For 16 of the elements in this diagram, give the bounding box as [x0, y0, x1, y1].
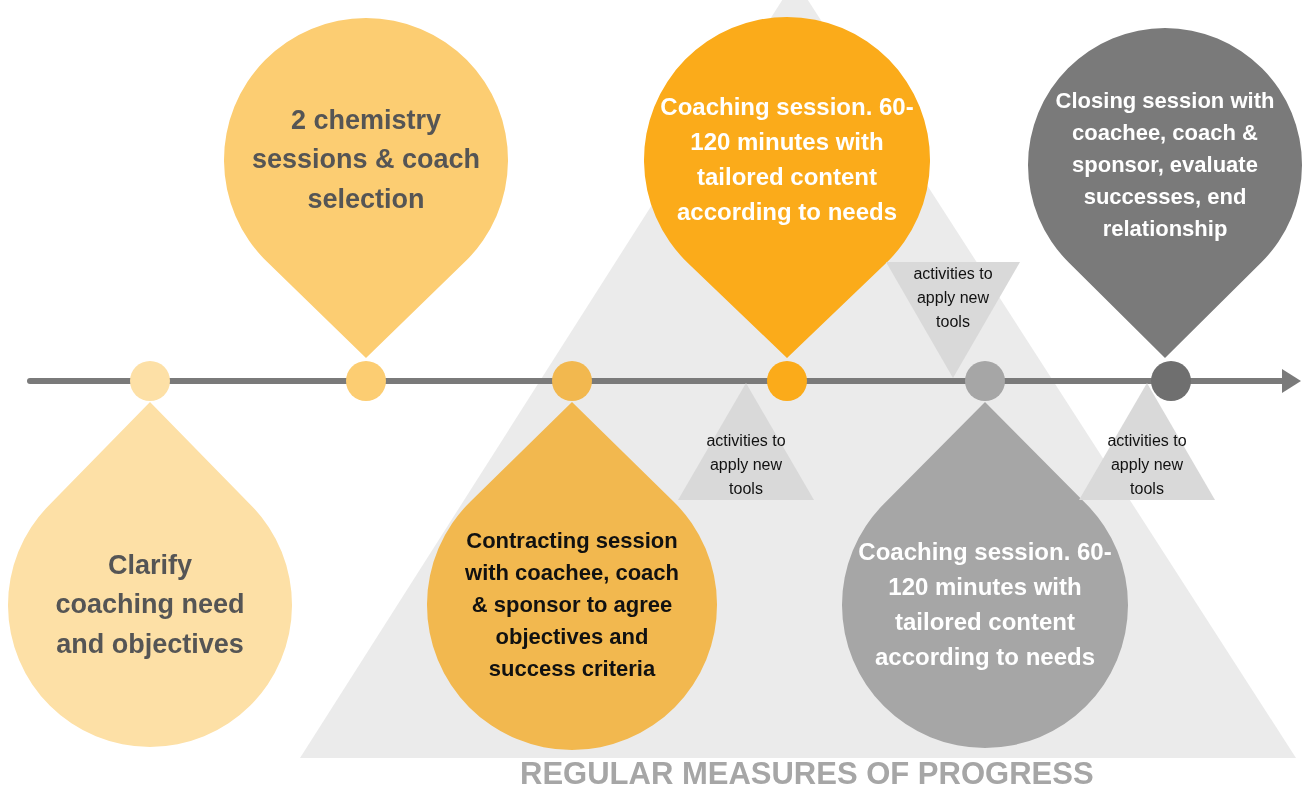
- step-text: activities to apply new tools: [705, 431, 787, 499]
- step-text: activities to apply new tools: [1106, 431, 1188, 499]
- step-text: Closing session with coachee, coach & sponsor, evaluate successes, end relationship: [1054, 87, 1276, 243]
- step-text: Coaching session. 60-120 minutes with tailored content according to needs: [857, 537, 1113, 672]
- step-text: Clarify coaching need and objectives: [54, 549, 246, 661]
- step-text: Coaching session. 60-120 minutes with tailored content according to needs: [659, 92, 915, 227]
- teardrop-shape: [8, 402, 292, 747]
- teardrop-shape: [224, 18, 508, 358]
- teardrop-shape: [1028, 28, 1302, 358]
- step-text: 2 chemistry sessions & coach selection: [250, 104, 482, 216]
- triangle-shape: [678, 383, 814, 500]
- step-text: Contracting session with coachee, coach & sponsor to agree objectives and success criteria: [464, 527, 680, 683]
- triangle-shape: [1079, 383, 1215, 500]
- triangle-shape: [886, 262, 1020, 378]
- footer-caption: REGULAR MEASURES OF PROGRESS: [520, 757, 1094, 791]
- step-text: activities to apply new tools: [912, 264, 994, 332]
